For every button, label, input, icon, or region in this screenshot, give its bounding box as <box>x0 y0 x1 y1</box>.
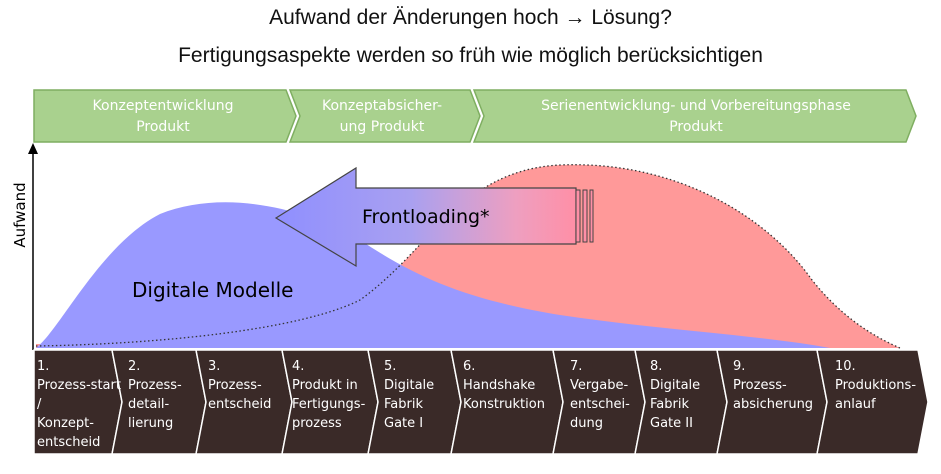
step-3-label-line-2: Prozess- <box>208 378 262 393</box>
phase-2-label-line-1: Konzeptabsicher- <box>322 98 442 114</box>
step-5-label-line-3: Fabrik <box>384 397 423 412</box>
traditional-effort-dotted-curve <box>35 164 901 349</box>
step-7-label-line-3: entschei- <box>570 397 630 412</box>
step-9-label-line-1: 9. <box>733 359 745 374</box>
step-3-label-line-3: entscheid <box>208 397 271 412</box>
step-4-label-line-4: prozess <box>292 416 342 431</box>
step-7-label-line-4: dung <box>570 416 603 431</box>
step-8-label-line-2: Digitale <box>650 378 700 393</box>
step-2-label-line-3: detail- <box>128 397 170 412</box>
step-9-label-line-3: absicherung <box>733 397 813 412</box>
step-5-label-line-2: Digitale <box>384 378 434 393</box>
step-1-label-line-4: Konzept- <box>37 416 94 431</box>
step-10-label-line-2: Produktions- <box>835 378 916 393</box>
title-line-2: Fertigungsaspekte werden so früh wie mög… <box>178 44 763 67</box>
step-1-label-line-3: / <box>37 397 42 412</box>
title-line-1: Aufwand der Änderungen hoch → Lösung? <box>269 6 672 29</box>
phase-2-label-line-2: ung Produkt <box>340 119 425 135</box>
digital-models-area <box>36 202 830 348</box>
step-7-label-line-2: Vergabe- <box>570 378 628 393</box>
step-4-label-line-1: 4. <box>292 359 304 374</box>
digital-models-label: Digitale Modelle <box>132 278 293 302</box>
frontloading-label: Frontloading* <box>362 206 490 228</box>
phase-bar <box>33 89 917 143</box>
phase-chevron-2 <box>288 89 481 143</box>
step-3-label-line-1: 3. <box>208 359 220 374</box>
step-6-label-line-2: Handshake <box>463 378 535 393</box>
step-1-label-line-5: entscheid <box>37 435 100 450</box>
step-1-label-line-2: Prozess-start <box>37 378 121 393</box>
step-6-label-line-1: 6. <box>463 359 475 374</box>
frontloading-arrow <box>274 166 594 268</box>
step-2-label-line-4: lierung <box>128 416 173 431</box>
step-5-label-line-4: Gate I <box>384 416 423 431</box>
step-1-label-line-1: 1. <box>37 359 49 374</box>
phase-chevron-1 <box>33 89 297 143</box>
phase-chevron-3 <box>472 89 917 143</box>
phase-3-label-line-1: Serienentwicklung- und Vorbereitungsphas… <box>541 98 851 114</box>
step-4-label-line-3: Fertigungs- <box>292 397 366 412</box>
y-axis-arrowhead <box>28 143 38 154</box>
phase-1-label-line-1: Konzeptentwicklung <box>93 98 234 114</box>
step-chevron-10 <box>816 349 929 455</box>
traditional-effort-area <box>36 164 900 348</box>
phase-1-label-line-2: Produkt <box>136 119 190 135</box>
step-2-label-line-2: Prozess- <box>128 378 182 393</box>
step-6-label-line-3: Konstruktion <box>463 397 545 412</box>
step-bar <box>33 349 929 455</box>
step-10-label-line-1: 10. <box>835 359 856 374</box>
step-5-label-line-1: 5. <box>384 359 396 374</box>
step-4-label-line-2: Produkt in <box>292 378 358 393</box>
step-7-label-line-1: 7. <box>570 359 582 374</box>
step-10-label-line-3: anlauf <box>835 397 876 412</box>
step-8-label-line-4: Gate II <box>650 416 693 431</box>
step-8-label-line-3: Fabrik <box>650 397 689 412</box>
step-8-label-line-1: 8. <box>650 359 662 374</box>
step-2-label-line-1: 2. <box>128 359 140 374</box>
y-axis-label: Aufwand <box>11 182 29 247</box>
step-9-label-line-2: Prozess- <box>733 378 787 393</box>
phase-3-label-line-2: Produkt <box>669 119 723 135</box>
